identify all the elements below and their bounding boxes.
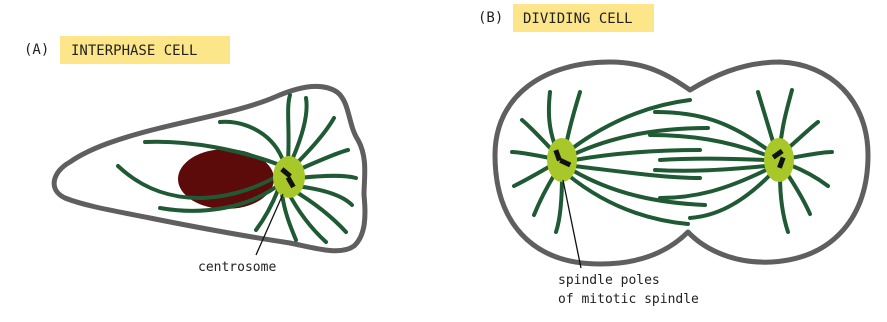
- panel-a-title-box: [60, 36, 230, 64]
- left-centriole-icon: [553, 149, 572, 168]
- centriole-pair-icon: [280, 167, 296, 189]
- panel-a: (A) INTERPHASE CELL: [24, 36, 368, 275]
- centrosome-pointer: [255, 193, 284, 256]
- panel-b-title-box: [513, 4, 654, 32]
- panel-b-letter: (B): [478, 10, 503, 26]
- spindle-poles-label-line2: of mitotic spindle: [558, 292, 699, 307]
- panel-b: (B) DIVIDING CELL: [478, 4, 871, 307]
- right-spindle-pole: [764, 138, 794, 182]
- right-centriole-icon: [771, 148, 786, 169]
- panel-a-letter: (A): [24, 42, 49, 58]
- centrosome-label: centrosome: [198, 260, 276, 275]
- spindle-microtubules: [510, 88, 834, 234]
- nucleus: [178, 149, 274, 209]
- interphase-microtubules: [116, 93, 358, 244]
- spindle-pole-pointer: [562, 179, 582, 269]
- dividing-cell-membrane: [492, 59, 871, 267]
- spindle-poles-label-line1: spindle poles: [558, 273, 660, 288]
- panel-a-title: INTERPHASE CELL: [71, 43, 197, 59]
- panel-b-title: DIVIDING CELL: [523, 11, 633, 27]
